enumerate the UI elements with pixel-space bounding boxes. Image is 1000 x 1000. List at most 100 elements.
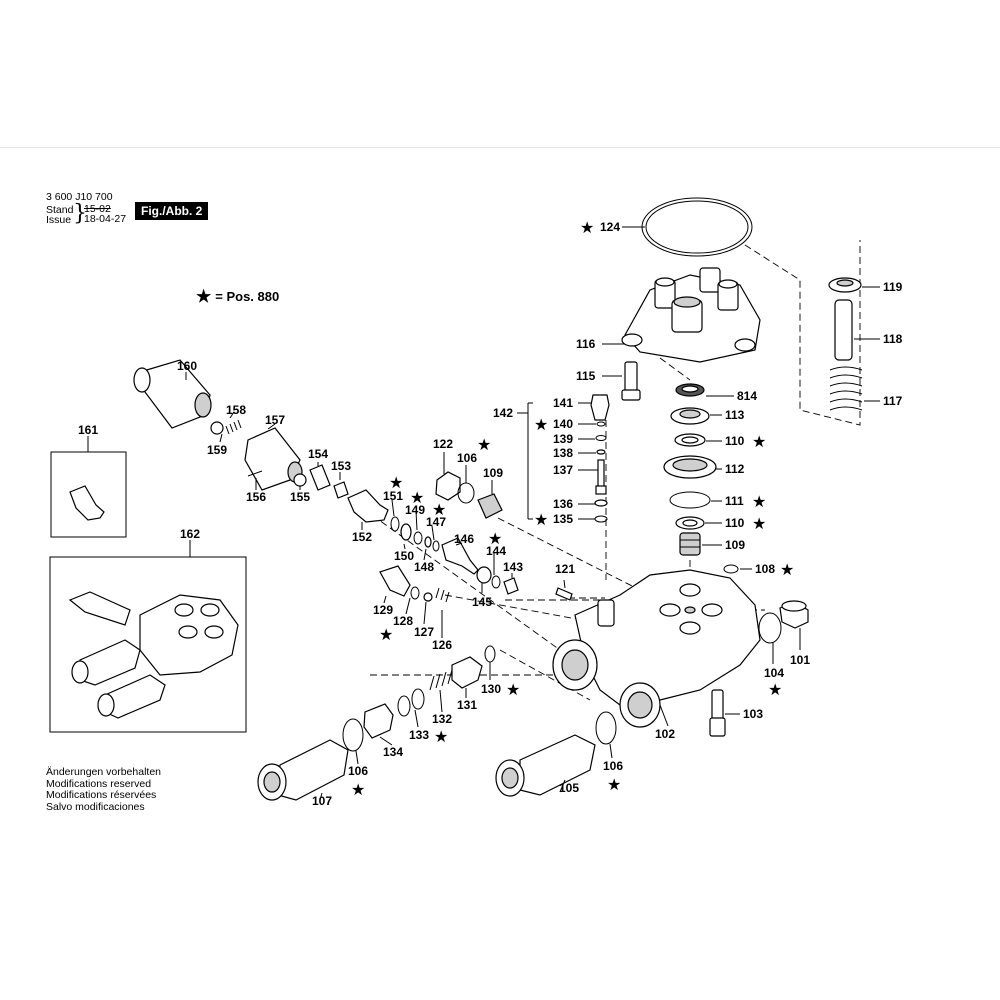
part-153-cone [333, 481, 349, 499]
label-139: 139 [553, 432, 573, 446]
part-144-ring [491, 575, 501, 589]
label-134: 134 [383, 745, 403, 759]
label-110a: 110 [725, 434, 745, 448]
part-148-washer [424, 536, 432, 548]
label-103: 103 [743, 707, 763, 721]
issue-date: 18-04-27 [84, 213, 127, 225]
label-153: 153 [331, 459, 351, 473]
label-136: 136 [553, 497, 573, 511]
label-128: 128 [393, 614, 413, 628]
star-icon-149-a: ★ [410, 488, 424, 507]
star-icon-144: ★ [488, 529, 502, 548]
label-145: 145 [472, 595, 492, 609]
legend-text: = Pos. 880 [215, 289, 280, 304]
part-109b-valve [679, 532, 701, 556]
label-117: 117 [883, 394, 903, 408]
legend: ★= Pos. 880 [196, 288, 280, 305]
label-105: 105 [559, 781, 579, 795]
part-131-piston [451, 656, 483, 689]
label-155: 155 [290, 490, 310, 504]
note-line-en: Modifications reserved [46, 777, 152, 790]
stand-value: 15-02 [84, 203, 111, 215]
part-138-washer [596, 449, 606, 455]
star-icon-104: ★ [768, 680, 782, 699]
part-122-plug [435, 471, 461, 501]
part-147-ring [432, 540, 440, 552]
part-149-ring [413, 531, 423, 545]
part-126-spring [435, 587, 450, 603]
part-140-ring [596, 421, 606, 427]
part-130-oring [484, 645, 496, 663]
part-105-fitting [495, 734, 596, 797]
label-127: 127 [414, 625, 434, 639]
note-line-de: Änderungen vorbehalten [46, 766, 162, 778]
part-128-ring [410, 586, 420, 600]
part-103-screw [709, 689, 726, 737]
label-144: 144 [486, 544, 506, 558]
part-115-screw [621, 361, 641, 401]
part-101-plug [779, 600, 809, 629]
star-icon-110b: ★ [752, 514, 766, 533]
part-110b-seal [675, 516, 705, 530]
part-134-nut [363, 703, 394, 739]
part-109a-valve [477, 493, 503, 519]
label-124: 124 [600, 220, 620, 234]
label-814: 814 [737, 389, 757, 403]
label-106b: 106 [603, 759, 623, 773]
part-111-oring [669, 491, 711, 509]
label-126: 126 [432, 638, 452, 652]
part-155-ball [293, 473, 307, 487]
label-112: 112 [725, 462, 745, 476]
label-101: 101 [790, 653, 810, 667]
label-115: 115 [576, 369, 596, 383]
label-111: 111 [725, 494, 744, 508]
star-icon-133: ★ [434, 727, 448, 746]
part-106c-oring [342, 718, 364, 752]
label-154: 154 [308, 447, 328, 461]
label-132: 132 [432, 712, 452, 726]
issue-label: Issue [46, 214, 72, 226]
note-line-fr: Modifications réservées [46, 789, 157, 801]
star-icon-122: ★ [477, 435, 491, 454]
label-140: 140 [553, 417, 573, 431]
header-divider [0, 147, 1000, 148]
modification-notes: Änderungen vorbehalten Modifications res… [46, 766, 162, 813]
part-152-nipple [347, 489, 389, 523]
brace-icon: } [73, 201, 87, 226]
label-133: 133 [409, 728, 429, 742]
star-icon-149-b: ★ [432, 500, 446, 519]
part-102-pump-body [552, 569, 761, 728]
part-118-valve-stem [834, 299, 853, 361]
part-116-cylinder-head [621, 267, 761, 363]
star-icon-108: ★ [780, 560, 794, 579]
stars: ★ ★ ★ ★ ★ ★ ★ ★ ★ ★ ★ ★ ★ ★ ★ ★ ★ ★ [351, 218, 794, 799]
part-139-ring [595, 435, 607, 441]
label-160: 160 [177, 359, 197, 373]
label-106a: 106 [457, 451, 477, 465]
part-121-screw [555, 587, 573, 601]
star-icon-110a: ★ [752, 432, 766, 451]
part-132-spring [429, 669, 453, 691]
label-129: 129 [373, 603, 393, 617]
label-106c: 106 [348, 764, 368, 778]
label-102: 102 [655, 727, 675, 741]
label-109b: 109 [725, 538, 745, 552]
label-110b: 110 [725, 516, 745, 530]
part-160-coupler [133, 359, 212, 429]
part-150-ring [400, 523, 412, 541]
part-146-valve-pin [441, 537, 479, 575]
part-112-bushing [663, 455, 717, 479]
part-107-fitting [257, 739, 349, 801]
star-icon-135: ★ [534, 510, 548, 529]
star-icon-128: ★ [379, 625, 393, 644]
star-icon-106b: ★ [607, 775, 621, 794]
part-151-oring [390, 516, 400, 532]
label-148: 148 [414, 560, 434, 574]
leader-lines [185, 226, 880, 801]
part-137-pin [595, 459, 607, 495]
part-154-shaft [309, 464, 331, 491]
part-145-cap [476, 566, 492, 584]
part-141-plug [590, 394, 610, 421]
star-icon-140: ★ [534, 415, 548, 434]
